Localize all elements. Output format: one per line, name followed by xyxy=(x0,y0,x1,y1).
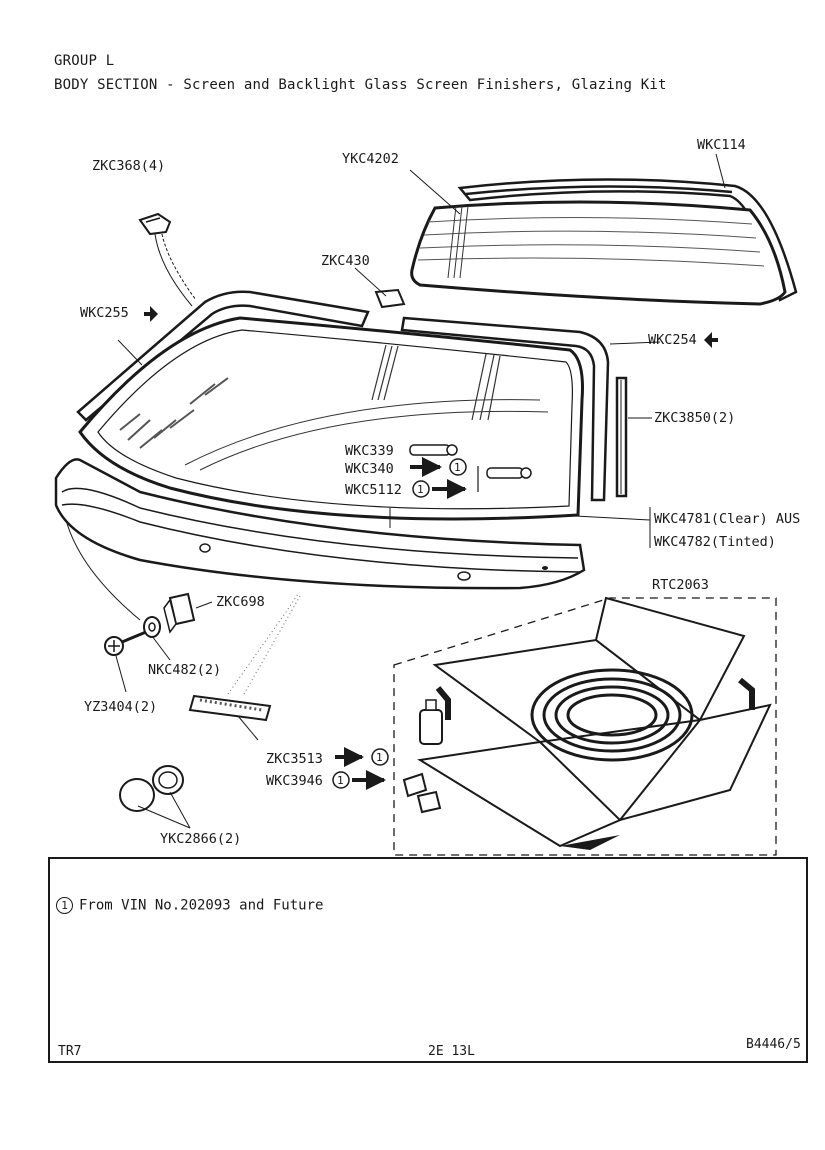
label-wkc254: WKC254 xyxy=(648,332,697,348)
screen-lower-rail xyxy=(54,458,586,621)
note-arrows: 1 1 1 1 xyxy=(144,306,718,790)
finisher-wkc254 xyxy=(400,316,610,502)
label-rtc2063: RTC2063 xyxy=(652,577,709,593)
label-ykc2866: YKC2866(2) xyxy=(160,831,241,847)
note-marker-glyph: 1 xyxy=(376,751,383,764)
note-marker-glyph: 1 xyxy=(417,483,424,496)
note-item: 1 From VIN No.202093 and Future xyxy=(56,897,323,914)
group-title: GROUP L xyxy=(54,53,115,69)
notes-box: 1 From VIN No.202093 and Future TR7 2E 13… xyxy=(48,857,808,1063)
label-nkc482: NKC482(2) xyxy=(148,662,221,678)
retainer-zkc698 xyxy=(163,592,196,634)
label-zkc3850: ZKC3850(2) xyxy=(654,410,735,426)
label-ykc4202: YKC4202 xyxy=(342,151,399,167)
label-wkc114: WKC114 xyxy=(697,137,746,153)
label-zkc368: ZKC368(4) xyxy=(92,158,165,174)
wiper-pivot-wkc339 xyxy=(409,444,458,456)
screw-yz3404 xyxy=(104,630,147,656)
footer-page: 2E 13L xyxy=(428,1044,475,1059)
label-wkc340: WKC340 xyxy=(345,461,394,477)
glazing-kit-rtc2063 xyxy=(393,596,777,856)
backlight-glass-ykc4202 xyxy=(410,200,787,306)
label-wkc4782: WKC4782(Tinted) xyxy=(654,534,776,550)
seal-zkc3850 xyxy=(615,376,628,498)
section-title: BODY SECTION - Screen and Backlight Glas… xyxy=(54,77,667,93)
wiper-pivot-wkc5112 xyxy=(477,466,532,492)
sealant-strip-zkc3513 xyxy=(188,593,301,722)
clip-zkc368 xyxy=(138,212,197,307)
label-wkc255: WKC255 xyxy=(80,305,129,321)
label-wkc3946: WKC3946 xyxy=(266,773,323,789)
finisher-wkc255 xyxy=(76,290,370,422)
label-zkc430: ZKC430 xyxy=(321,253,370,269)
note-marker: 1 xyxy=(56,897,73,914)
footer-model: TR7 xyxy=(58,1044,82,1059)
backlight-finisher-wkc114 xyxy=(457,178,798,302)
note-marker-glyph: 1 xyxy=(454,461,461,474)
label-wkc4781: WKC4781(Clear) AUS xyxy=(654,511,800,527)
label-wkc339: WKC339 xyxy=(345,443,394,459)
label-wkc5112: WKC5112 xyxy=(345,482,402,498)
note-text: From VIN No.202093 and Future xyxy=(79,897,324,914)
label-zkc3513: ZKC3513 xyxy=(266,751,323,767)
leader-lines xyxy=(115,153,726,829)
footer-ref: B4446/5 xyxy=(746,1037,801,1052)
label-yz3404: YZ3404(2) xyxy=(84,699,157,715)
joint-cover-zkc430 xyxy=(374,288,406,309)
label-zkc698: ZKC698 xyxy=(216,594,265,610)
washer-nkc482 xyxy=(143,616,161,638)
note-marker-glyph: 1 xyxy=(337,774,344,787)
grommet-ykc2866 xyxy=(119,765,184,812)
